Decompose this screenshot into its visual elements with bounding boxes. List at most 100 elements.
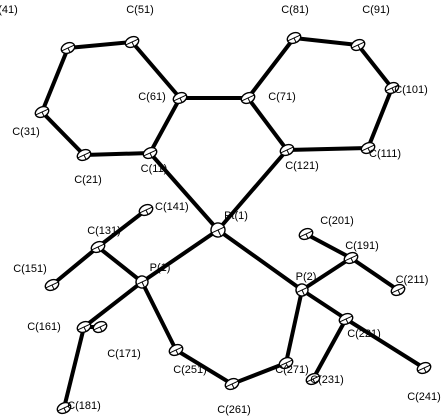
bond-c121-c71 [246,96,289,152]
ellipsoid-axis [99,326,103,332]
ellipsoid-axis [179,97,183,103]
atom-c251 [168,343,184,357]
bond-c221-c241 [344,317,426,370]
ellipsoid-axis [83,326,87,332]
bond-c161-c181 [62,325,86,410]
atom-c201 [298,227,314,241]
atom-label-c271: C(271) [275,364,309,376]
ellipsoid-axis [231,383,235,389]
atom-label-c31: C(31) [12,126,40,138]
bond-c91-c101 [356,43,394,90]
atom-c151 [44,278,60,292]
atom-label-c111: C(111) [369,148,401,160]
ellipsoid-axis [131,41,135,47]
ellipsoid-axis [286,149,290,155]
atom-label-c241: C(241) [407,391,441,403]
ellipsoid-axis [367,147,371,153]
bond-c11-c61 [148,96,182,155]
ellipsoid-axis [391,87,395,93]
atom-c51 [124,35,140,49]
bond-c131-c141 [96,208,148,249]
ellipsoid-axis [301,289,305,296]
ellipsoid-axis [345,318,349,324]
atom-p1 [135,275,149,289]
atom-label-c151: C(151) [13,263,47,275]
atom-label-c211: C(211) [396,274,429,286]
bond-p1-c251 [140,280,178,352]
ellipsoid-axis [293,37,297,43]
atom-c101 [384,81,400,95]
ellipsoid-axis [397,289,401,295]
ellipsoid-axis [63,407,67,413]
bond-c111-c121 [285,146,370,152]
bond-p1-c161 [82,280,144,329]
ellipsoid-axis [51,284,55,290]
atom-c121 [279,143,295,157]
ellipsoid-axis [145,209,149,215]
bond-c191-c201 [304,232,353,260]
ellipsoid-axis [83,154,87,160]
atom-label-c11: C(11) [141,163,168,175]
ellipsoid-axis [423,367,427,373]
atom-label-c191: C(191) [345,240,379,252]
bond-c121-pt1 [216,148,289,232]
bonds-layer [40,36,426,410]
ellipsoid-axis [285,362,289,368]
atom-c91 [350,38,366,52]
atom-c131 [90,240,106,254]
atom-c191 [343,251,359,265]
atom-c71 [240,91,256,105]
bond-c81-c91 [292,36,360,47]
atom-c81 [286,31,302,45]
bond-c191-c211 [349,256,400,292]
ellipsoid-axis [305,233,309,239]
bond-c11-pt1 [148,151,220,232]
atom-label-c161: C(161) [27,321,61,333]
bond-c251-c261 [174,348,234,386]
atom-c61 [172,91,188,105]
bond-c31-c21 [40,110,86,157]
atom-label-c121: C(121) [285,160,319,172]
atom-label-c51: C(51) [126,4,154,16]
atom-label-c71: C(71) [268,91,296,103]
atom-label-c181: C(181) [67,400,101,412]
ellipsoid-axis [41,111,45,117]
ellipsoid-axis [149,152,153,158]
bond-p1-c131 [96,245,144,284]
labels-layer: C(41)C(51)C(81)C(91)C(61)C(71)C(101)C(31… [0,4,441,416]
atom-label-c101: C(101) [394,84,428,96]
atom-label-pt1: Pt(1) [224,210,248,222]
bond-p2-c191 [300,256,353,292]
atom-label-c251: C(251) [173,364,207,376]
ellipsoid-axis [97,246,101,252]
ellipsoid-axis [357,44,361,50]
atom-c11 [142,146,158,160]
atom-c41 [60,41,76,55]
atom-label-c81: C(81) [281,4,309,16]
bond-c261-c271 [230,361,288,386]
atom-c31 [34,105,50,119]
atom-label-c21: C(21) [74,174,102,186]
atom-c261 [224,377,240,391]
ellipsoid-axis [67,47,71,53]
atom-label-c141: C(141) [155,201,189,213]
atom-label-p1: P(1) [150,262,171,274]
atom-c211 [390,283,406,297]
atom-label-c131: C(131) [87,225,121,237]
ellipsoid-axis [141,281,145,288]
atom-c271 [278,356,294,370]
atom-c181 [56,401,72,415]
atom-c21 [76,148,92,162]
atom-c171 [92,320,108,334]
ellipsoid-axis [175,349,179,355]
atom-label-c61: C(61) [138,91,166,103]
bond-c21-c11 [82,151,152,157]
atoms-layer [34,31,432,415]
bond-c41-c51 [66,40,134,50]
atom-label-c91: C(91) [362,4,390,16]
ellipsoid-axis [247,97,251,103]
bond-c131-c151 [50,245,100,287]
atom-p2 [295,283,309,297]
